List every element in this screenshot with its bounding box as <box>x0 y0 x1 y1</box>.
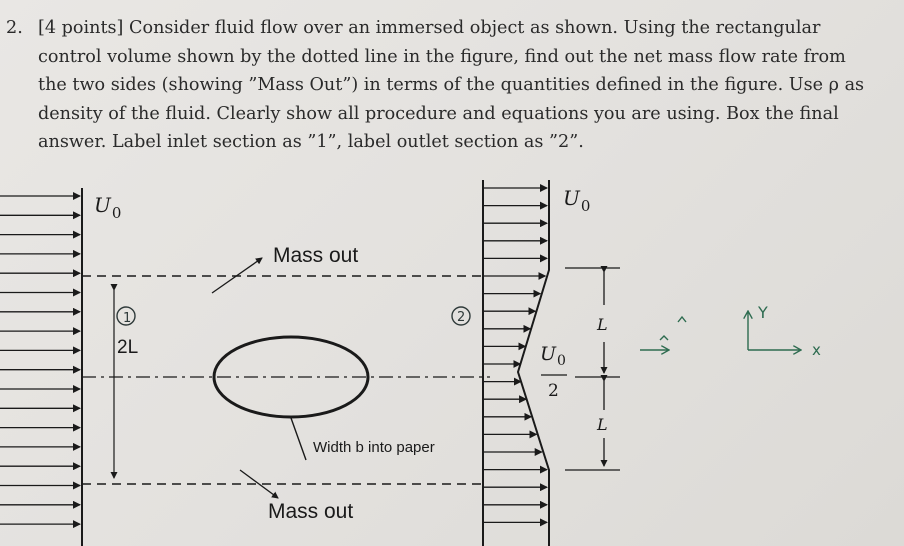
section-2-label: 2 <box>457 310 465 325</box>
question-line-3: the two sides (showing ”Mass Out”) in te… <box>38 75 865 95</box>
inlet-velocity-label: U0 <box>94 193 121 222</box>
question-line-5: answer. Label inlet section as ”1”, labe… <box>38 132 584 152</box>
inlet-velocity-profile <box>0 188 83 546</box>
mass-out-top-arrow <box>211 257 263 294</box>
question-number: 2. <box>6 18 23 38</box>
question-body: [4 points] Consider fluid flow over an i… <box>38 14 891 157</box>
height-label: 2L <box>117 337 138 358</box>
width-leader-line <box>290 417 307 461</box>
center-velocity-numerator: U0 <box>540 343 566 369</box>
handwritten-annotations <box>640 312 800 350</box>
control-volume <box>82 275 483 485</box>
center-velocity-denominator: 2 <box>548 381 559 401</box>
axis-x-label: x <box>812 341 821 359</box>
mass-out-bottom-label: Mass out <box>268 500 353 523</box>
mass-out-bottom-arrow <box>239 469 279 499</box>
section-2-circle <box>451 306 471 326</box>
section-1-label: 1 <box>123 311 131 326</box>
immersed-object <box>212 335 370 419</box>
question-line-4: density of the fluid. Clearly show all p… <box>38 103 839 124</box>
outlet-velocity-profile <box>482 180 550 546</box>
half-height-bottom-label: L <box>596 415 608 434</box>
length-dimensions <box>565 266 620 471</box>
question-text: 2. [4 points] Consider fluid flow over a… <box>6 14 891 157</box>
section-1-circle <box>116 306 136 326</box>
axis-y-label: Y <box>757 303 768 322</box>
width-note: Width b into paper <box>313 439 435 456</box>
mass-out-top-label: Mass out <box>273 244 358 267</box>
question-line-1: [4 points] Consider fluid flow over an i… <box>38 18 821 38</box>
question-line-2: control volume shown by the dotted line … <box>38 46 846 67</box>
half-height-top-label: L <box>596 315 608 334</box>
outlet-velocity-label: U0 <box>563 186 590 215</box>
